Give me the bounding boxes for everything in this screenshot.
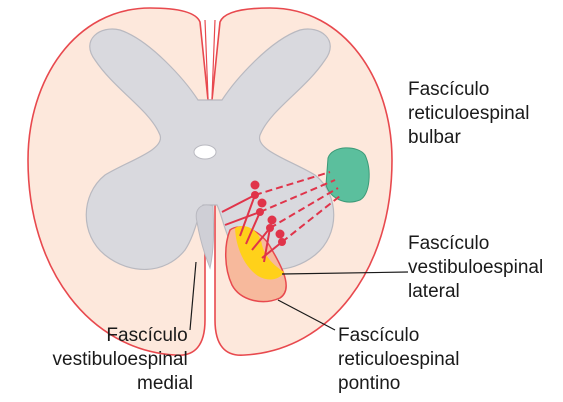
label-reticuloespinal-pontino: Fascículo reticuloespinal pontino: [338, 325, 465, 394]
label-vestibuloespinal-lateral: Fascículo vestibuloespinal lateral: [408, 233, 548, 302]
reticuloespinal-bulbar-tract: [326, 148, 369, 202]
label-bulbar: Fascículo reticuloespinal bulbar: [408, 79, 535, 148]
central-canal: [194, 145, 216, 159]
label-vestibuloespinal-medial: Fascículo vestibuloespinal medial: [53, 325, 193, 394]
